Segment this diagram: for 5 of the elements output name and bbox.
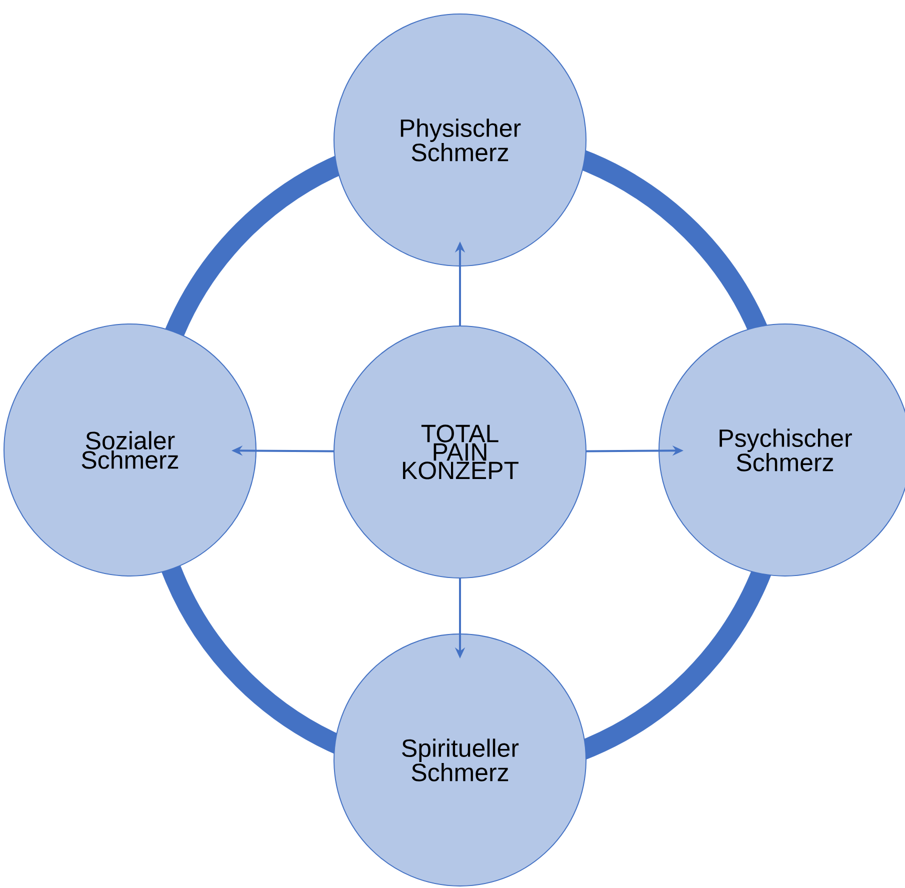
circle-node: TOTAL PAIN KONZEPT — [334, 325, 586, 578]
circle-node: Sozialer Schmerz — [4, 323, 256, 576]
circle-node: Physischer Schmerz — [334, 13, 586, 266]
circle-node: Spiritueller Schmerz — [334, 633, 586, 886]
circle-node: Psychischer Schmerz — [658, 323, 905, 576]
